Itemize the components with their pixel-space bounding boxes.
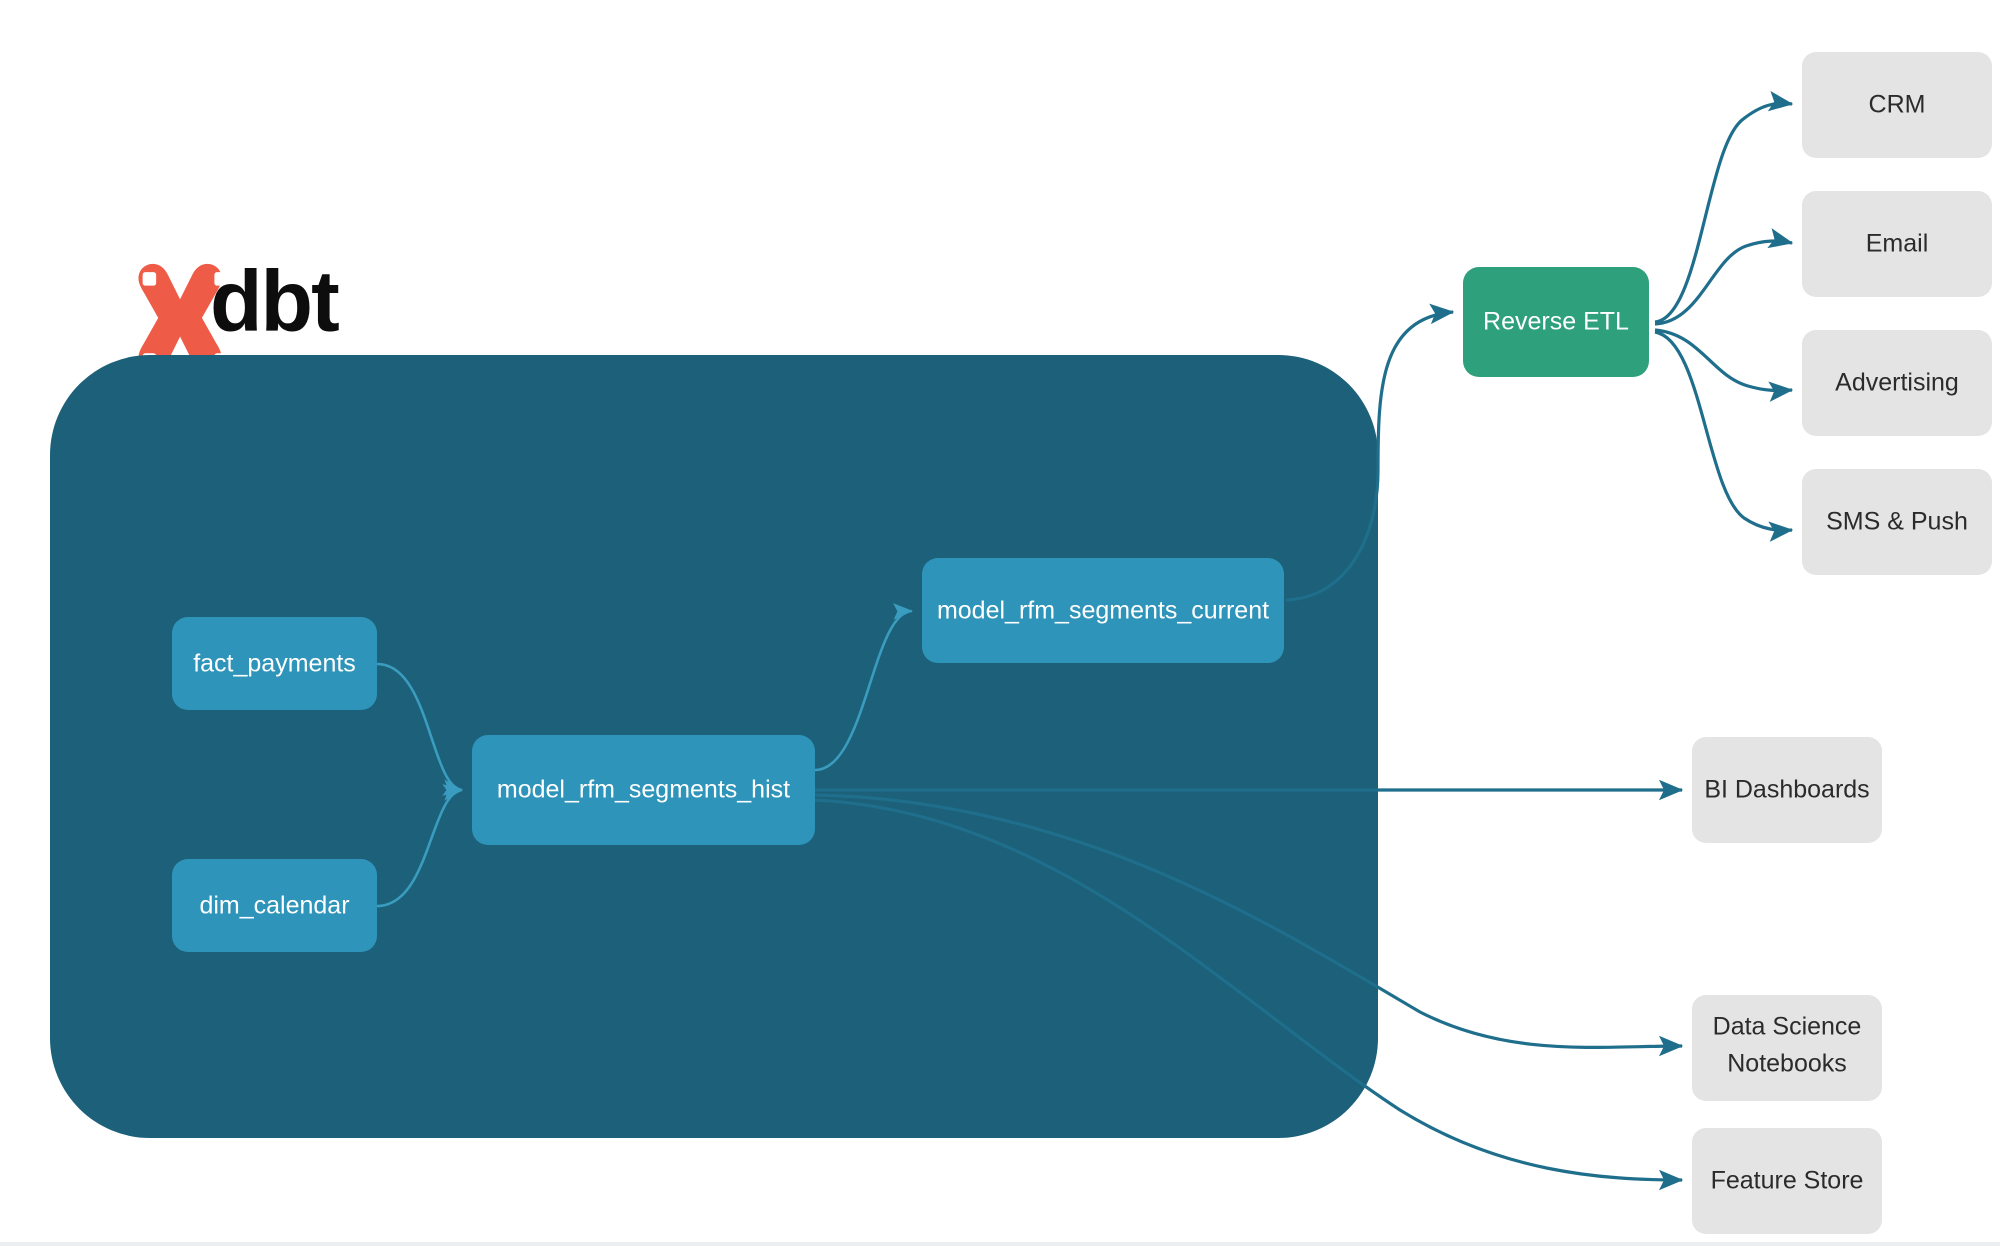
edge-hist-to-feature-store — [814, 798, 1684, 1191]
node-model-rfm-segments-hist[interactable]: model_rfm_segments_hist — [472, 735, 815, 845]
destination-nodes: CRM Email Advertising SMS & Push BI Dash… — [1692, 52, 1992, 1234]
edge-fact-payments-to-hist — [376, 662, 464, 796]
edge-reverse-etl-to-email — [1654, 228, 1794, 326]
node-dim-calendar[interactable]: dim_calendar — [172, 859, 377, 952]
node-crm-label: CRM — [1869, 91, 1926, 119]
dbt-brand: dbt — [138, 254, 341, 372]
node-reverse-etl[interactable]: Reverse ETL — [1463, 267, 1649, 377]
node-model-rfm-segments-current-label: model_rfm_segments_current — [937, 597, 1269, 625]
model-nodes: fact_payments dim_calendar model_rfm_seg… — [172, 558, 1284, 952]
edge-dim-calendar-to-hist — [376, 784, 464, 908]
node-email[interactable]: Email — [1802, 191, 1992, 297]
node-fact-payments-label: fact_payments — [193, 650, 356, 678]
edge-hist-to-current — [814, 603, 914, 772]
dbt-wordmark: dbt — [210, 254, 339, 350]
edge-hist-to-data-science-notebooks — [814, 793, 1684, 1057]
edge-reverse-etl-to-advertising — [1654, 328, 1794, 402]
node-crm[interactable]: CRM — [1802, 52, 1992, 158]
node-fact-payments[interactable]: fact_payments — [172, 617, 377, 710]
node-data-science-notebooks-label-line1: Data Science — [1713, 1013, 1862, 1041]
node-feature-store-label: Feature Store — [1711, 1167, 1864, 1195]
node-model-rfm-segments-current[interactable]: model_rfm_segments_current — [922, 558, 1284, 663]
edge-current-to-reverse-etl — [1285, 303, 1455, 602]
node-bi-dashboards-label: BI Dashboards — [1704, 776, 1869, 804]
node-dim-calendar-label: dim_calendar — [199, 892, 349, 920]
node-bi-dashboards[interactable]: BI Dashboards — [1692, 737, 1882, 843]
node-model-rfm-segments-hist-label: model_rfm_segments_hist — [497, 776, 790, 804]
node-email-label: Email — [1866, 230, 1929, 258]
node-sms-push-label: SMS & Push — [1826, 508, 1968, 536]
edge-reverse-etl-to-crm — [1654, 90, 1794, 324]
external-edges — [814, 90, 1794, 1191]
bottom-divider — [0, 1242, 2000, 1246]
node-data-science-notebooks[interactable]: Data Science Notebooks — [1692, 995, 1882, 1101]
node-advertising-label: Advertising — [1835, 369, 1959, 397]
node-sms-push[interactable]: SMS & Push — [1802, 469, 1992, 575]
node-data-science-notebooks-label-line2: Notebooks — [1727, 1050, 1847, 1078]
internal-edges — [376, 603, 914, 908]
node-reverse-etl-label: Reverse ETL — [1483, 308, 1629, 336]
edge-reverse-etl-to-sms-push — [1654, 330, 1794, 542]
node-feature-store[interactable]: Feature Store — [1692, 1128, 1882, 1234]
node-advertising[interactable]: Advertising — [1802, 330, 1992, 436]
